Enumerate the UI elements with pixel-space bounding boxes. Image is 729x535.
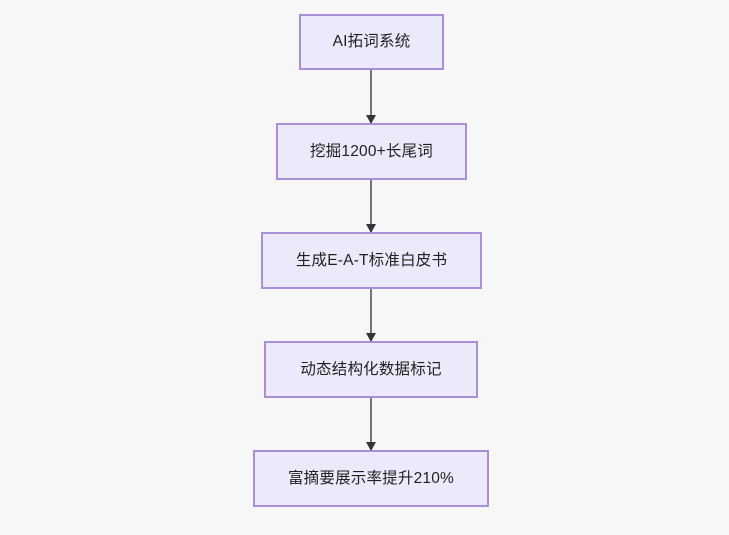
flow-node-rich-snippet-impression-lift[interactable]: 富摘要展示率提升210%: [253, 450, 489, 507]
flow-node-ai-keyword-system[interactable]: AI拓词系统: [299, 14, 444, 70]
arrowhead-icon: [366, 333, 376, 342]
connector-n1-n2: [366, 70, 376, 124]
flow-node-label: AI拓词系统: [332, 33, 411, 51]
flow-node-generate-eat-whitepaper[interactable]: 生成E-A-T标准白皮书: [261, 232, 482, 289]
connector-n4-n5: [366, 398, 376, 451]
flow-node-label: 生成E-A-T标准白皮书: [295, 251, 448, 269]
arrowhead-icon: [366, 224, 376, 233]
flow-node-dynamic-structured-data-markup[interactable]: 动态结构化数据标记: [264, 341, 478, 398]
flow-node-label: 挖掘1200+长尾词: [309, 142, 434, 160]
flow-node-label: 动态结构化数据标记: [300, 360, 442, 378]
flow-node-mine-longtail-keywords[interactable]: 挖掘1200+长尾词: [276, 123, 467, 180]
flow-node-label: 富摘要展示率提升210%: [287, 469, 455, 487]
arrowhead-icon: [366, 115, 376, 124]
connector-n3-n4: [366, 289, 376, 342]
connector-n2-n3: [366, 180, 376, 233]
arrowhead-icon: [366, 442, 376, 451]
